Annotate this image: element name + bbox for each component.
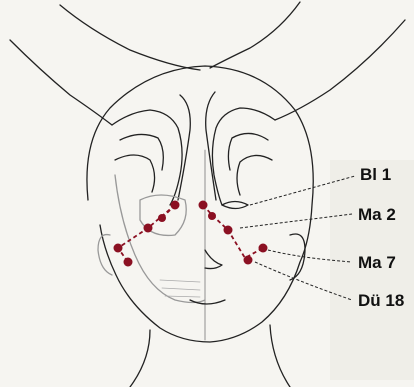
point-du18-right (244, 256, 253, 265)
label-ma7: Ma 7 (358, 253, 396, 272)
point-ma2-left (158, 214, 166, 222)
point-ma2b-right (224, 226, 233, 235)
point-ma7-left (114, 244, 123, 253)
point-bl1-left (171, 201, 180, 210)
label-du18: Dü 18 (358, 291, 404, 310)
point-ma2-right (208, 212, 216, 220)
point-ma2b-left (144, 224, 153, 233)
point-bl1-right (199, 201, 208, 210)
point-ma7-right (259, 244, 268, 253)
label-bl1: Bl 1 (360, 165, 391, 184)
point-du18-left (124, 258, 133, 267)
label-ma2: Ma 2 (358, 205, 396, 224)
